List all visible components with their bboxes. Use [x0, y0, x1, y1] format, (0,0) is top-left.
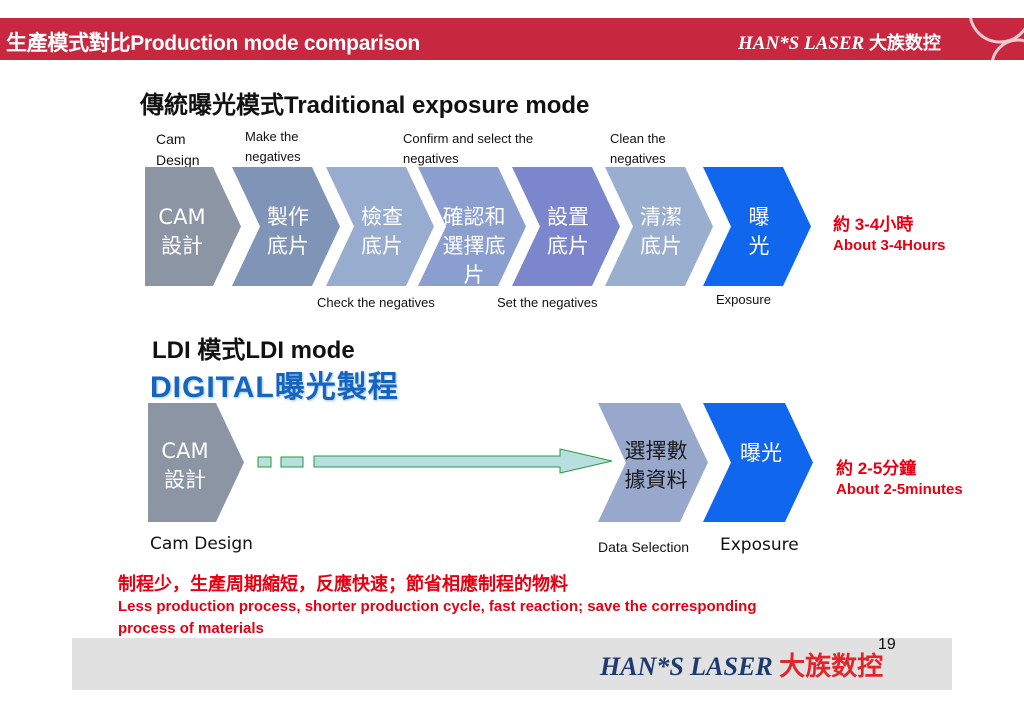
step-label-line: 底片 [267, 234, 309, 258]
step-label-line: 設計 [164, 468, 206, 492]
ldi-step-1: CAM 設計 [148, 403, 244, 522]
slide-title: 生產模式對比Production mode comparison [6, 32, 420, 55]
step-label-line: CAM [158, 205, 206, 229]
trad-label-confirm-select: Confirm and select the negatives [403, 131, 534, 166]
step-label: 曝光 [723, 203, 795, 261]
ldi-duration-cn: 約 2-5分鐘 [836, 459, 917, 478]
step-label-line: 曝光 [740, 441, 782, 465]
step-label-line: 片 [463, 263, 485, 287]
footer-band [72, 638, 952, 690]
step-label-line: 設置 [547, 205, 589, 229]
trad-duration-cn: 約 3-4小時 [833, 215, 914, 234]
step-label-line: 製作 [267, 205, 309, 229]
step-label: 選擇數據資料 [620, 437, 692, 495]
ldi-label-exposure: Exposure [720, 535, 799, 555]
ldi-step-3: 曝光 [703, 403, 813, 522]
footer-brand-cn: 大族数控 [779, 652, 884, 682]
ldi-subtitle: DIGITAL曝光製程 [150, 371, 399, 404]
ldi-arrow [257, 448, 613, 474]
trad-step-5: 設置底片 [512, 167, 620, 286]
step-label: 確認和選擇底片 [438, 203, 510, 290]
summary-en-line2: process of materials [118, 620, 264, 637]
step-label: CAM 設計 [145, 203, 219, 261]
ldi-step-2: 選擇數據資料 [598, 403, 708, 522]
brand-name-cn: 大族数控 [868, 33, 941, 54]
brand-logo-footer: HAN*S LASER 大族数控 [600, 646, 883, 683]
step-label-line: 選擇數 [624, 439, 688, 463]
trad-label-clean-negatives: Clean the negatives [610, 131, 666, 166]
trad-label-make-negatives: Make the negatives [245, 129, 301, 164]
footer-brand-en: HAN*S LASER [600, 652, 773, 681]
arrow-dash-1 [257, 456, 272, 468]
summary-en-line1: Less production process, shorter product… [118, 598, 757, 615]
step-label-line: 光 [748, 234, 770, 258]
trad-step-4: 確認和選擇底片 [418, 167, 526, 287]
trad-step-2: 製作底片 [232, 167, 340, 286]
step-label-line: 底片 [361, 234, 403, 258]
step-label: 清潔底片 [625, 203, 697, 261]
arrow-dash-2 [280, 456, 304, 468]
trad-step-6: 清潔底片 [605, 167, 713, 286]
step-label: 檢查底片 [346, 203, 418, 261]
trad-label-check-negatives: Check the negatives [317, 295, 435, 310]
ldi-title: LDI 模式LDI mode [152, 337, 355, 364]
page-number: 19 [878, 636, 896, 653]
step-label-line: 設計 [161, 234, 203, 258]
ldi-label-cam-design: Cam Design [150, 534, 253, 554]
trad-label-exposure: Exposure [716, 292, 771, 307]
step-label-line: 清潔 [640, 205, 682, 229]
step-label-line: 檢查 [361, 205, 403, 229]
step-label-line: 據資料 [624, 468, 688, 492]
brand-name-en: HAN*S LASER [738, 33, 865, 54]
step-label-line: 曝 [748, 205, 770, 229]
trad-step-7: 曝光 [703, 167, 811, 286]
ldi-duration-en: About 2-5minutes [836, 481, 963, 498]
step-label-line: 選擇底 [442, 234, 506, 258]
ldi-label-data-selection: Data Selection [598, 539, 690, 555]
step-label: CAM 設計 [148, 437, 222, 495]
trad-duration-en: About 3-4Hours [833, 237, 946, 254]
step-label-line: 底片 [640, 234, 682, 258]
summary-cn: 制程少，生產周期縮短，反應快速；節省相應制程的物料 [118, 574, 568, 594]
step-label-line: 底片 [547, 234, 589, 258]
trad-step-3: 檢查底片 [326, 167, 434, 286]
traditional-title: 傳統曝光模式Traditional exposure mode [140, 92, 590, 119]
brand-logo-header: HAN*S LASER 大族数控 [738, 29, 941, 55]
step-label-line: CAM [161, 439, 209, 463]
trad-step-1: CAM 設計 [145, 167, 241, 286]
step-label: 設置底片 [532, 203, 604, 261]
trad-label-set-negatives: Set the negatives [497, 295, 598, 310]
header-decoration [940, 18, 1024, 60]
step-label: 製作底片 [252, 203, 324, 261]
trad-label-cam-design: Cam Design [156, 131, 200, 168]
step-label: 曝光 [725, 439, 797, 468]
step-label-line: 確認和 [442, 205, 506, 229]
arrow-body [313, 448, 613, 474]
header-band [0, 18, 1024, 60]
